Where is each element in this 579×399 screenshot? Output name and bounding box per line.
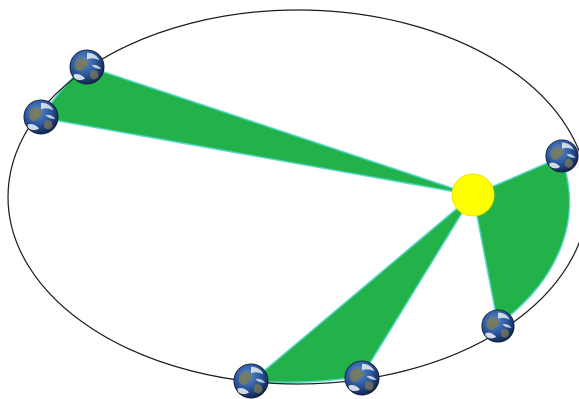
earth-icon (233, 363, 269, 399)
swept-area-bottom (250, 194, 474, 384)
swept-area-left (40, 65, 474, 196)
earth-icon (545, 139, 579, 173)
orbit-ellipse (7, 9, 579, 385)
earth-icon (481, 309, 515, 343)
sun-icon (451, 173, 495, 217)
earth-icon (69, 49, 105, 85)
swept-area-right (472, 156, 571, 327)
earth-icon (344, 360, 380, 396)
earth-icon (23, 99, 59, 135)
